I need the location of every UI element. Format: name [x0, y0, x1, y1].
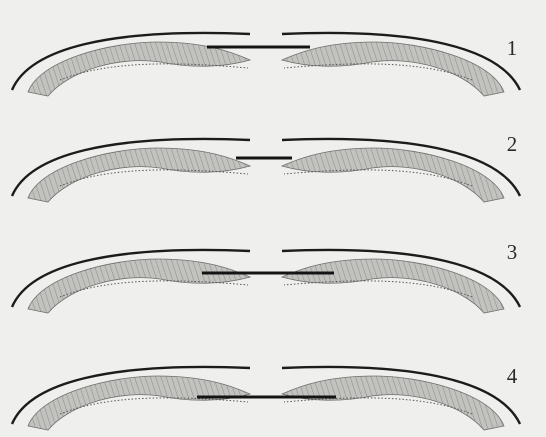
panel-label-4: 4	[501, 366, 523, 387]
panel-label-1: 1	[501, 38, 523, 59]
muscle-layer-right	[282, 376, 504, 430]
panel-3	[12, 250, 520, 313]
panel-label-3: 3	[501, 242, 523, 263]
muscle-layer-right	[282, 42, 504, 96]
muscle-layer-right	[282, 259, 504, 313]
panel-1	[12, 33, 520, 96]
panel-2	[12, 139, 520, 202]
muscle-layer-right	[282, 148, 504, 202]
panel-label-2: 2	[501, 134, 523, 155]
panel-4	[12, 367, 520, 430]
